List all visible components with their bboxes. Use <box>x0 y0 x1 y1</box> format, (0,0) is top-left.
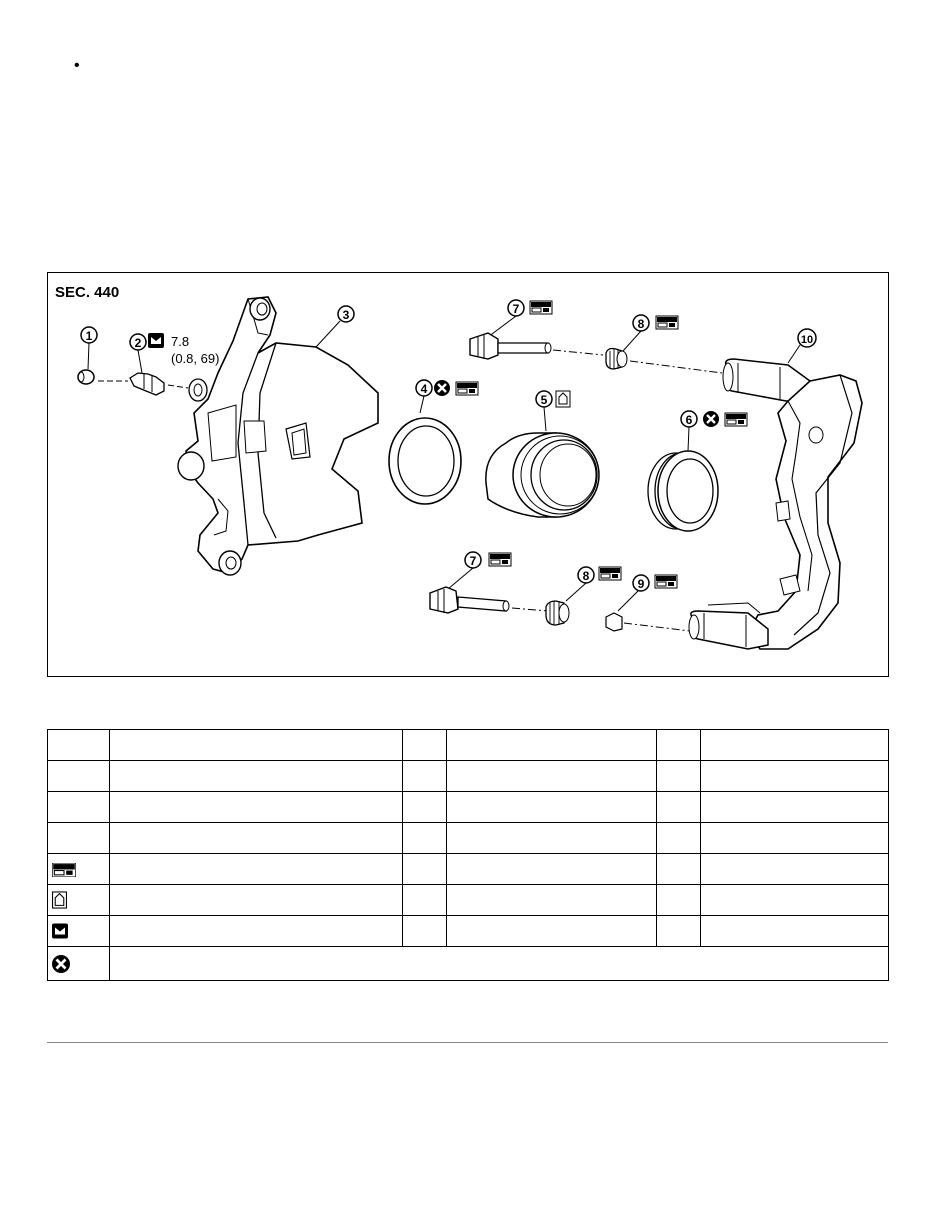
part-6-piston-boot: 6 <box>647 409 748 532</box>
callout-7: 7 <box>513 302 520 316</box>
callout-9: 9 <box>638 577 645 591</box>
callout-2: 2 <box>135 336 142 350</box>
part-2-bleeder-valve: 2 7.8 (0.8, 69) <box>129 333 219 396</box>
list-bullet: • <box>74 57 80 74</box>
part-4-piston-seal: 4 <box>388 378 479 505</box>
table-row <box>47 822 889 854</box>
part-10-torque-member: 10 <box>688 328 863 650</box>
callout-5: 5 <box>541 393 548 407</box>
part-7-sliding-pin-upper: 7 <box>469 299 604 360</box>
section-label: SEC. 440 <box>55 284 119 301</box>
table-row <box>47 791 889 823</box>
grease-icon <box>529 300 553 315</box>
grease-icon <box>654 574 678 589</box>
grease-icon <box>598 566 622 581</box>
part-7-sliding-pin-lower: 7 <box>429 551 549 614</box>
torque-wrench-icon <box>52 923 68 939</box>
table-row <box>47 853 889 885</box>
rubber-grease-icon <box>555 390 571 408</box>
grease-icon <box>655 315 679 330</box>
grease-icon <box>724 412 748 427</box>
torque-wrench-icon <box>148 333 164 348</box>
callout-8-lower: 8 <box>583 569 590 583</box>
table-row <box>47 760 889 792</box>
do-not-reuse-icon <box>701 409 721 429</box>
grease-icon <box>488 552 512 567</box>
part-1-bleeder-cap: 1 <box>77 326 98 385</box>
callout-1: 1 <box>86 329 93 343</box>
callout-3: 3 <box>343 308 350 322</box>
part-8-pin-boot-upper: 8 <box>605 314 723 374</box>
exploded-view-diagram: SEC. 440 1 2 7.8 (0.8, 69) <box>47 272 889 677</box>
callout-8: 8 <box>638 317 645 331</box>
do-not-reuse-icon <box>432 378 452 398</box>
grease-icon <box>455 381 479 396</box>
part-5-piston: 5 <box>485 390 600 518</box>
callout-6: 6 <box>686 413 693 427</box>
table-row <box>47 884 889 916</box>
torque-units: (0.8, 69) <box>171 351 219 366</box>
callout-4: 4 <box>421 382 428 396</box>
part-8-pin-boot-lower: 8 <box>545 566 622 626</box>
table-row <box>47 729 889 761</box>
grease-icon <box>52 862 76 877</box>
do-not-reuse-icon <box>52 954 70 973</box>
table-row <box>47 915 889 947</box>
rubber-grease-icon <box>52 891 67 909</box>
part-9-bushing: 9 <box>605 574 691 632</box>
callout-7-lower: 7 <box>470 554 477 568</box>
brake-caliper-illustration: SEC. 440 1 2 7.8 (0.8, 69) <box>55 284 863 650</box>
callout-10: 10 <box>801 334 813 346</box>
table-row <box>47 946 889 981</box>
torque-value: 7.8 <box>171 334 189 349</box>
divider <box>47 1042 888 1043</box>
legend-table <box>47 729 889 981</box>
part-3-caliper-body: 3 <box>177 296 379 576</box>
